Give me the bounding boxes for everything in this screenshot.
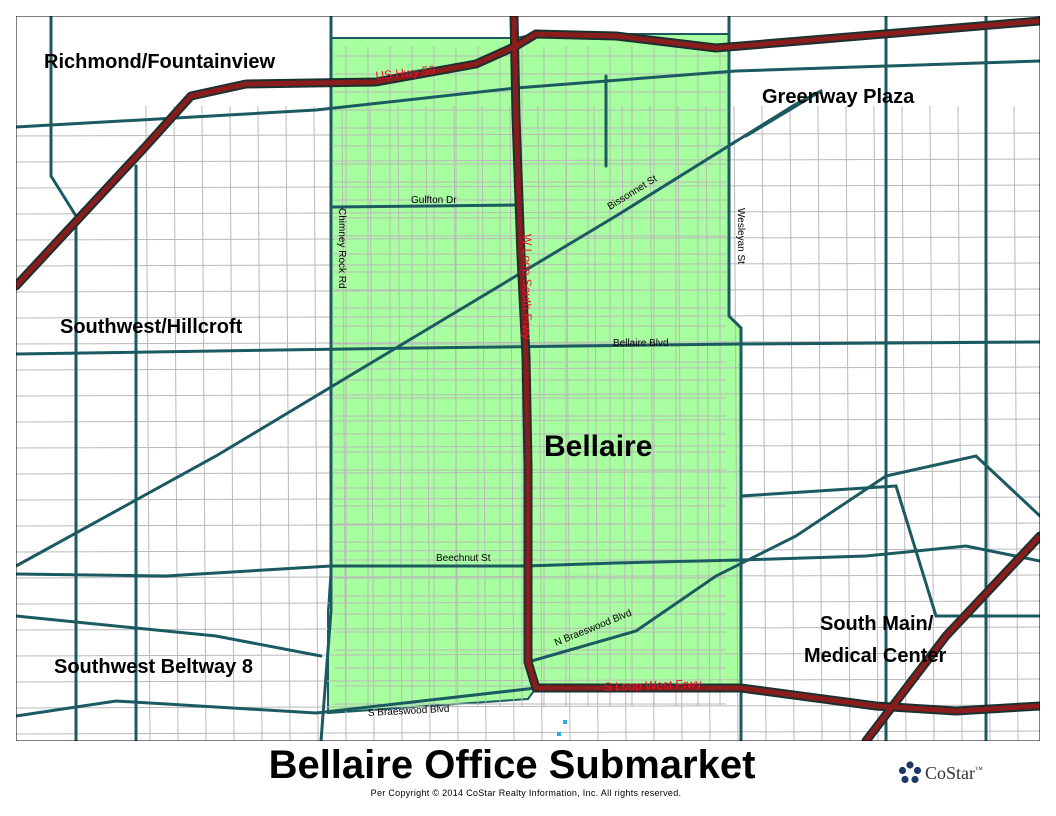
label-w-loop-south-frwy: W Loop South Frwy [520,234,534,339]
arterial-roads [16,16,1040,741]
label-medical-center: Medical Center [804,645,946,667]
freeways [16,16,1040,741]
greenway-connector [744,89,823,138]
fountainview-road [49,16,78,741]
costar-logo-icon [898,761,922,784]
label-southwest-hillcroft: Southwest/Hillcroft [60,316,243,338]
wesleyan-street [727,16,743,741]
label-southwest-beltway-8: Southwest Beltway 8 [54,656,253,678]
bellaire-boulevard [16,340,1040,356]
label-s-loop-west-frwy: S Loop West Frwy [604,677,702,694]
n-braeswood-boulevard [526,454,1040,664]
label-gulfton-dr: Gulfton Dr [411,195,457,206]
us-hwy-59 [16,18,1040,289]
label-s-braeswood-blvd: S Braeswood Blvd [368,704,450,719]
map-title: Bellaire Office Submarket [268,743,756,787]
south-west-road [16,614,323,658]
w-loop-south-frwy [511,16,539,691]
label-wesleyan-st: Wesleyan St [735,208,746,264]
beechnut-street [16,544,1040,578]
s-braeswood-boulevard [16,686,538,718]
submarket-map: Richmond/Fountainview Greenway Plaza Sou… [16,16,1040,741]
label-us-hwy-59: US Hwy 59 [375,63,436,83]
s-loop-west-frwy [533,685,1040,714]
south-main-freeway [863,533,1040,741]
label-bellaire: Bellaire [544,430,652,463]
copyright-notice: Per Copyright © 2014 CoStar Realty Infor… [370,788,682,798]
label-beechnut-st: Beechnut St [436,553,491,564]
chimney-rock-road [319,16,333,741]
label-greenway-plaza: Greenway Plaza [762,86,915,108]
costar-logo: CoStar™ [898,760,983,786]
label-richmond-fountainview: Richmond/Fountainview [44,51,276,73]
label-chimney-rock-rd: Chimney Rock Rd [336,208,347,289]
main-east-road [739,484,1040,618]
water-feature [557,720,567,736]
costar-logo-text: CoStar™ [925,762,983,783]
label-south-main: South Main/ [820,613,934,635]
label-bellaire-blvd: Bellaire Blvd [613,338,669,349]
gulfton-drive [329,203,518,209]
